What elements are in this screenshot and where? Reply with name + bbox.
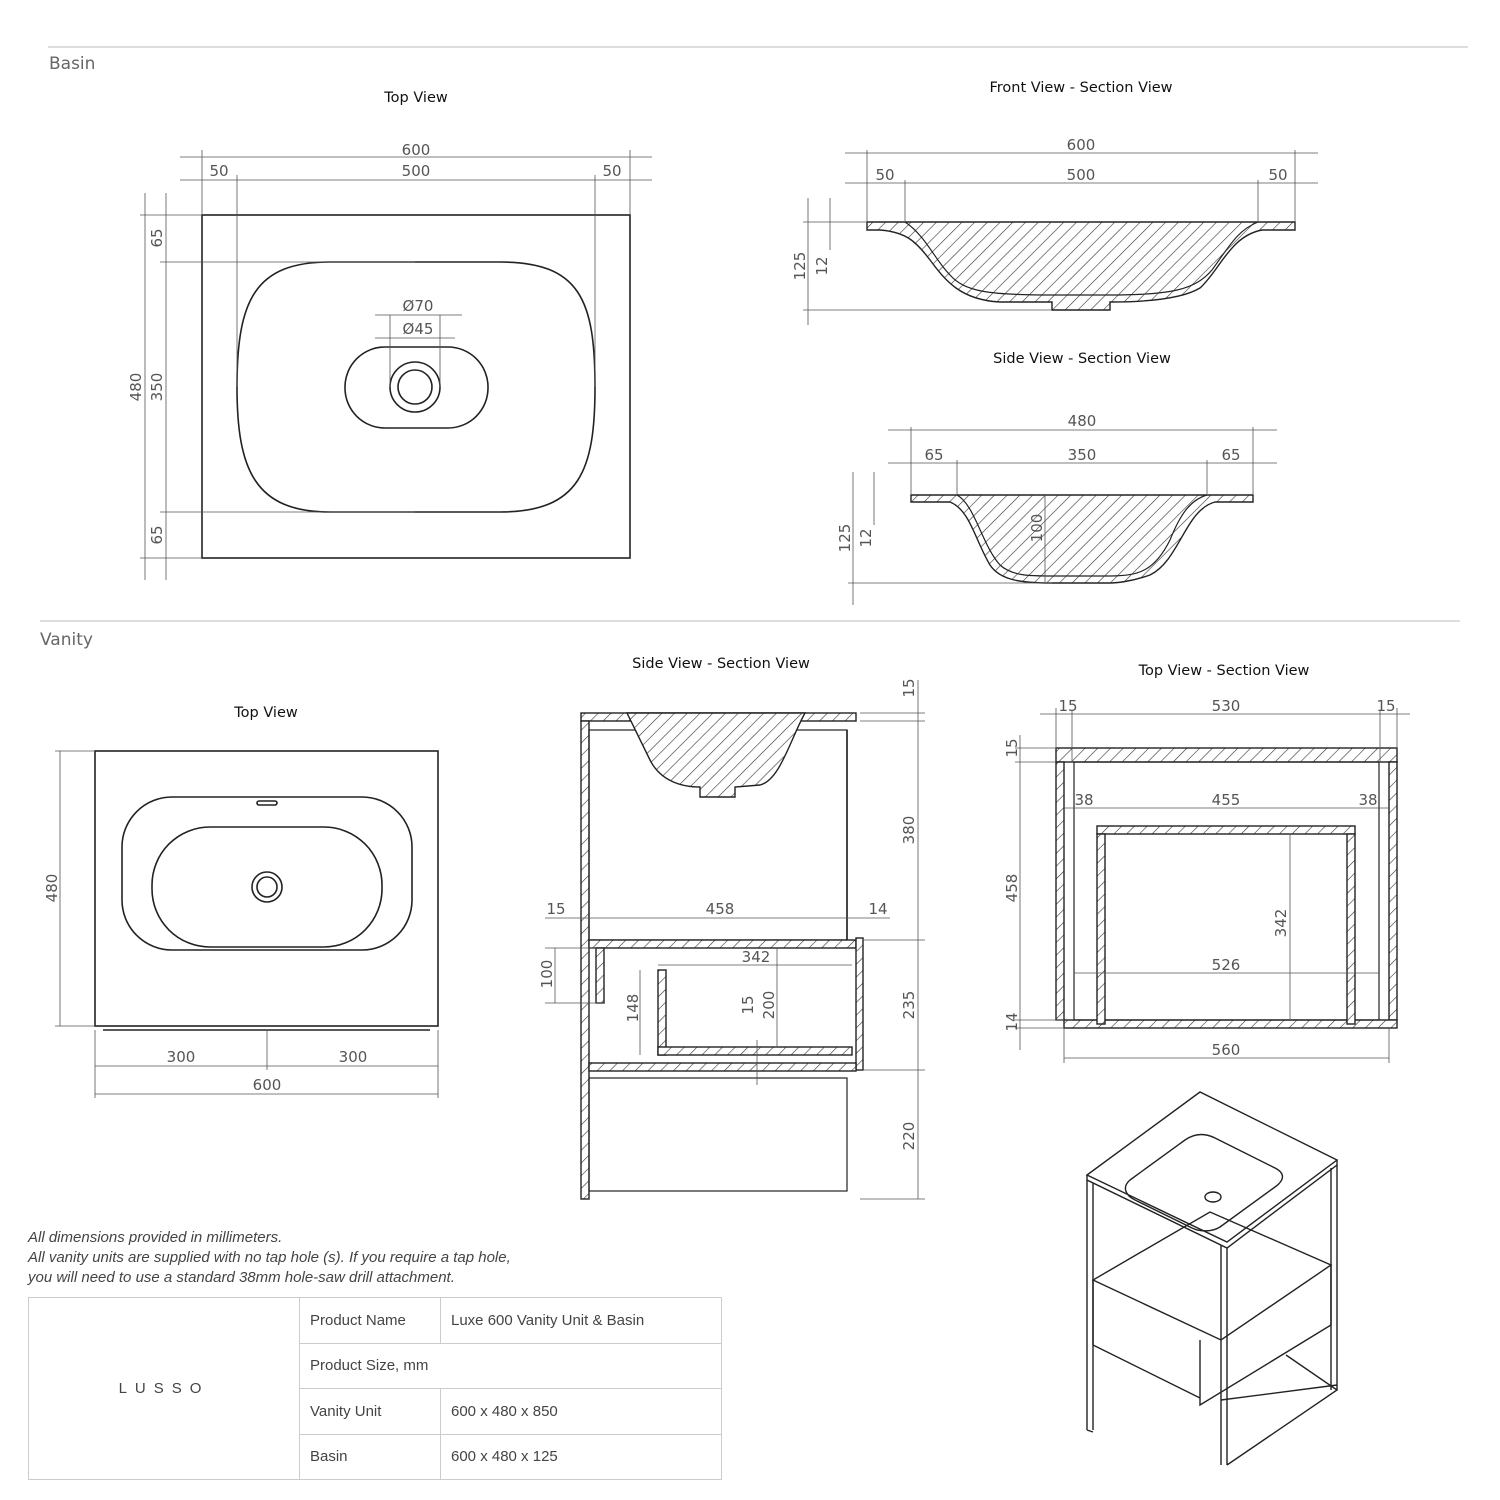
dim-label: 600 [402,141,431,159]
dim-label: 15 [1058,697,1077,715]
dim-label: 38 [1358,791,1377,809]
dim-label: 100 [538,960,556,989]
dim-label: 50 [1268,166,1287,184]
view-title: Side View - Section View [993,351,1171,367]
section-label-basin: Basin [49,54,95,74]
dim-label: 50 [875,166,894,184]
dim-label: 350 [148,373,166,402]
dim-label: 38 [1074,791,1093,809]
product-size-label: Product Size, mm [299,1342,722,1389]
view-title: Front View - Section View [989,80,1172,96]
spec-table: LUSSO Product Name Luxe 600 Vanity Unit … [28,1297,722,1480]
dim-label: 342 [1272,909,1290,938]
dim-label: 15 [900,678,918,697]
notes: All dimensions provided in millimeters. … [28,1228,511,1288]
dim-label: 235 [900,991,918,1020]
dim-label: 526 [1212,956,1241,974]
dim-label: 350 [1068,446,1097,464]
dim-label: 300 [167,1048,196,1066]
dim-label: 342 [742,948,771,966]
dim-label: 480 [43,874,61,903]
dim-label: 200 [760,991,778,1020]
dim-label: 15 [546,900,565,918]
dim-label: 455 [1212,791,1241,809]
brand-logo: LUSSO [28,1297,300,1480]
dim-label: 220 [900,1122,918,1151]
dim-label: 125 [836,524,854,553]
basin-side-section: Side View - Section View 480 65 350 65 1… [836,351,1277,605]
dim-label: 65 [148,525,166,544]
vanity-isometric-view [1085,1091,1339,1466]
dim-label: 148 [624,994,642,1023]
dim-label: 480 [127,373,145,402]
dim-label: 480 [1068,412,1097,430]
view-title: Top View [383,90,448,106]
dim-label: 500 [1067,166,1096,184]
dim-label: 15 [1376,697,1395,715]
dim-label: 125 [791,252,809,281]
product-name-value: Luxe 600 Vanity Unit & Basin [440,1297,722,1344]
basin-label: Basin [299,1433,441,1480]
dim-label: Ø45 [403,320,434,338]
dim-label: 12 [813,256,831,275]
dim-label: 15 [1003,738,1021,757]
basin-size: 600 x 480 x 125 [440,1433,722,1480]
vanity-top-view: Top View 480 300 300 600 [43,705,439,1098]
dim-label: 300 [339,1048,368,1066]
view-title: Top View - Section View [1138,663,1310,679]
dim-label: 458 [1003,874,1021,903]
dim-label: 530 [1212,697,1241,715]
note-line: All dimensions provided in millimeters. [28,1229,283,1246]
section-label-vanity: Vanity [40,630,93,650]
note-line: you will need to use a standard 38mm hol… [28,1269,455,1286]
dim-label: 600 [1067,136,1096,154]
dim-label: 14 [1003,1012,1021,1031]
dim-label: 600 [253,1076,282,1094]
dim-label: 65 [1221,446,1240,464]
dim-label: 560 [1212,1041,1241,1059]
vanity-unit-label: Vanity Unit [299,1388,441,1435]
product-name-label: Product Name [299,1297,441,1344]
dim-label: 14 [868,900,887,918]
basin-front-section: Front View - Section View 600 50 500 50 … [791,80,1318,325]
vanity-unit-size: 600 x 480 x 850 [440,1388,722,1435]
note-line: All vanity units are supplied with no ta… [28,1249,511,1266]
view-title: Side View - Section View [632,656,810,672]
dim-label: 500 [402,162,431,180]
dim-label: 100 [1028,514,1046,543]
dim-label: 458 [706,900,735,918]
basin-top-view: Top View 600 50 500 50 65 480 350 65 Ø70… [127,90,652,580]
dim-label: 380 [900,816,918,845]
dim-label: 65 [924,446,943,464]
dim-label: 65 [148,228,166,247]
dim-label: 12 [857,528,875,547]
vanity-top-section: Top View - Section View 15 530 15 15 38 … [1003,663,1410,1063]
vanity-side-section: Side View - Section View 15 380 15 458 1… [538,656,925,1200]
dim-label: 15 [739,995,757,1014]
dim-label: 50 [209,162,228,180]
view-title: Top View [233,705,298,721]
dim-label: Ø70 [403,297,434,315]
dim-label: 50 [602,162,621,180]
